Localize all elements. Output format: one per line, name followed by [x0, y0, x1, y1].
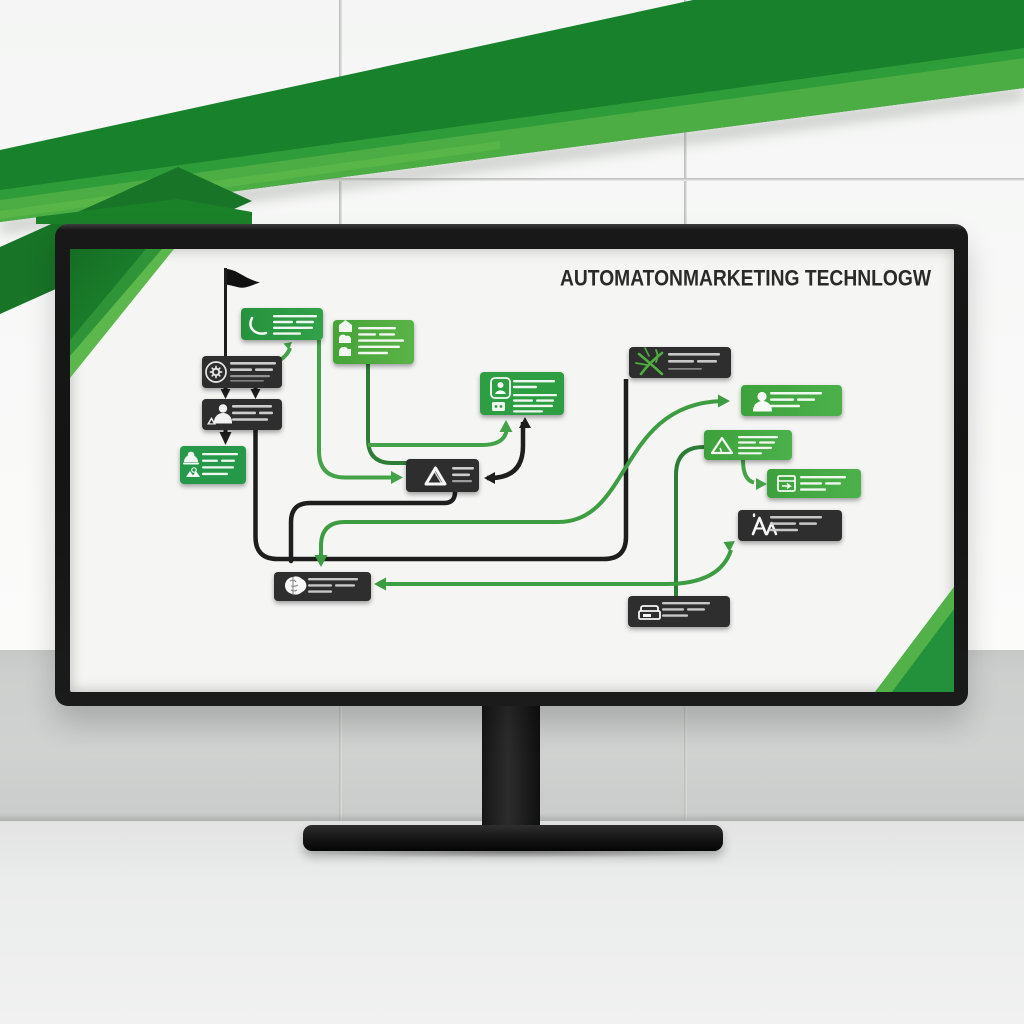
- svg-text:AUTOMATONMARKETING TECHNLOGW: AUTOMATONMARKETING TECHNLOGW: [560, 266, 931, 291]
